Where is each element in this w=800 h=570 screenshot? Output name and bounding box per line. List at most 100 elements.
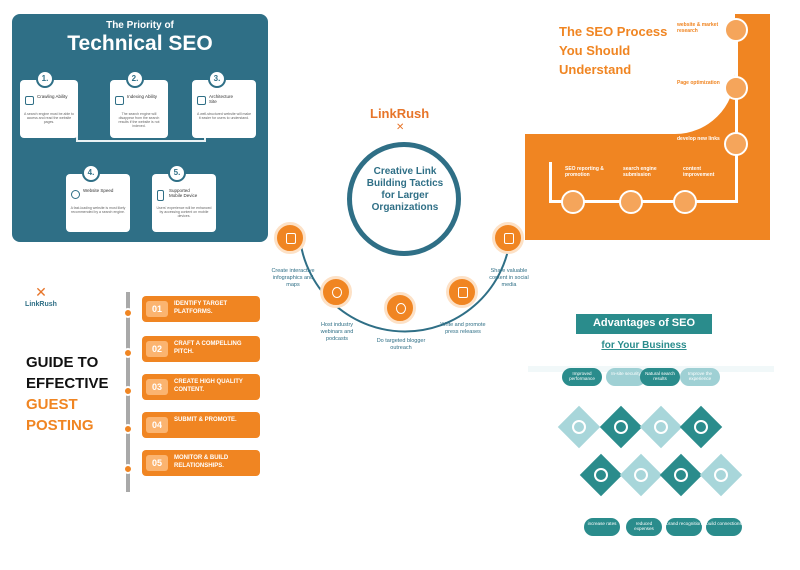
advantage-bottom-label: brand recognition xyxy=(666,518,702,536)
step-number: 04 xyxy=(146,417,168,433)
performance-icon xyxy=(557,405,601,449)
card-number: 4. xyxy=(82,164,100,182)
growth-chart-icon xyxy=(599,405,643,449)
infographic-icon xyxy=(274,222,306,254)
link-icon xyxy=(724,132,748,156)
center-title: Creative Link Building Tactics for Large… xyxy=(366,166,444,213)
tech-card-1: 1. Crawling Ability A search engine must… xyxy=(20,70,78,138)
arc-connector xyxy=(299,239,511,333)
card-desc: Users' experience will be enhanced by ac… xyxy=(156,206,212,218)
tech-card-4: 4. Website Speed A fast-loading website … xyxy=(66,164,130,232)
linkrush-mark-icon: ✕ xyxy=(396,122,405,133)
guest-step-1: 01 IDENTIFY TARGET PLATFORMS. xyxy=(142,296,260,322)
guest-step-5: 05 MONITOR & BUILD RELATIONSHIPS. xyxy=(142,450,260,476)
step-number: 01 xyxy=(146,301,168,317)
center-hub xyxy=(347,142,461,256)
card-number: 3. xyxy=(208,70,226,88)
mobile-icon xyxy=(157,190,164,201)
pound-currency-icon xyxy=(579,453,623,497)
advantages-panel: Advantages of SEO for Your Business Impr… xyxy=(528,310,774,544)
expenses-icon xyxy=(619,453,663,497)
report-icon xyxy=(561,190,585,214)
card-label: Architecture Site xyxy=(209,94,234,104)
guest-posting-panel: ✕ LinkRush GUIDE TO EFFECTIVE GUEST POST… xyxy=(16,264,266,500)
advantage-bottom-label: increase rates xyxy=(584,518,620,536)
rail-pin xyxy=(123,348,133,358)
advantage-top-label: In-site security xyxy=(606,368,646,386)
process-step-label: SEO reporting & promotion xyxy=(565,166,604,178)
tech-card-5: 5. Supported Mobile Device Users' experi… xyxy=(152,164,216,232)
tactic-label: Create interactive infographics and maps xyxy=(271,268,315,288)
advantages-subtitle: for Your Business xyxy=(601,340,687,351)
card-number: 5. xyxy=(168,164,186,182)
tactic-label: Host industry webinars and podcasts xyxy=(320,322,354,342)
linkrush-mark-icon: ✕ xyxy=(35,284,47,300)
linkrush-logo: LinkRush xyxy=(370,106,430,121)
rail-pin xyxy=(123,464,133,474)
tactic-label: Do targeted blogger outreach xyxy=(376,338,426,351)
step-number: 03 xyxy=(146,379,168,395)
step-text: MONITOR & BUILD RELATIONSHIPS. xyxy=(174,455,229,469)
technical-seo-panel: The Priority of Technical SEO 1. Crawlin… xyxy=(12,14,268,242)
card-number: 1. xyxy=(36,70,54,88)
card-desc: The search engine will disappear from th… xyxy=(118,112,160,128)
linkrush-logo: ✕ LinkRush xyxy=(16,284,66,308)
index-icon xyxy=(115,96,124,105)
advantages-title: Advantages of SEO xyxy=(592,317,696,329)
brand-name: LinkRush xyxy=(25,301,57,308)
card-label: Crawling Ability xyxy=(37,94,68,99)
tech-card-3: 3. Architecture Site A well-structured w… xyxy=(192,70,256,138)
card-label: Supported Mobile Device xyxy=(169,188,198,198)
heading-box xyxy=(16,332,116,500)
advantage-bottom-label: build connections xyxy=(706,518,742,536)
tech-card-2: 2. Indexing Ability The search engine wi… xyxy=(110,70,168,138)
card-desc: A fast-loading website is most likely re… xyxy=(70,206,126,214)
process-path xyxy=(735,32,738,202)
press-release-icon xyxy=(446,276,478,308)
tactic-label: Write and promote press releases xyxy=(440,322,486,335)
card-label: Website Speed xyxy=(83,188,114,193)
research-icon xyxy=(724,18,748,42)
heading-accent-line: GUEST xyxy=(26,396,78,413)
process-step-label: content improvement xyxy=(683,166,715,178)
search-results-icon xyxy=(639,405,683,449)
heading-accent-line: POSTING xyxy=(26,417,94,434)
process-step-label: develop new links xyxy=(677,136,720,142)
process-step-label: search engine submission xyxy=(623,166,657,178)
process-path xyxy=(549,200,738,203)
experience-icon xyxy=(679,405,723,449)
guide-heading: GUIDE TO EFFECTIVE GUEST POSTING xyxy=(26,352,109,436)
process-title-area xyxy=(525,14,735,134)
process-path xyxy=(549,162,552,202)
title-box xyxy=(576,314,712,334)
architecture-icon xyxy=(197,96,206,105)
rail-pin xyxy=(123,308,133,318)
process-step-label: Page optimization xyxy=(677,80,720,86)
connector xyxy=(76,140,206,142)
guest-step-4: 04 SUBMIT & PROMOTE. xyxy=(142,412,260,438)
tech-title: Technical SEO xyxy=(67,32,213,55)
process-title: The SEO Process You Should Understand xyxy=(559,24,668,77)
connections-icon xyxy=(699,453,743,497)
search-icon xyxy=(619,190,643,214)
card-number: 2. xyxy=(126,70,144,88)
card-desc: A well-structured website will make it e… xyxy=(196,112,252,120)
process-step-label: website & market research xyxy=(677,22,719,34)
advantage-top-label: Improve the experience xyxy=(680,368,720,386)
step-text: CRAFT A COMPELLING PITCH. xyxy=(174,341,242,355)
brand-badge-icon xyxy=(659,453,703,497)
gear-icon xyxy=(724,76,748,100)
crawl-icon xyxy=(25,96,34,105)
card-label: Indexing Ability xyxy=(127,94,158,99)
step-number: 02 xyxy=(146,341,168,357)
step-text: SUBMIT & PROMOTE. xyxy=(174,417,237,423)
social-media-icon xyxy=(492,222,524,254)
heading-line: EFFECTIVE xyxy=(26,375,109,392)
advantage-top-label: Natural search results xyxy=(640,368,680,386)
step-text: IDENTIFY TARGET PLATFORMS. xyxy=(174,301,228,315)
card-desc: A search engine must be able to access a… xyxy=(24,112,75,124)
tactic-label: Share valuable content in social media xyxy=(489,268,529,288)
advantage-top-label: Improved performance xyxy=(562,368,602,386)
guest-step-2: 02 CRAFT A COMPELLING PITCH. xyxy=(142,336,260,362)
